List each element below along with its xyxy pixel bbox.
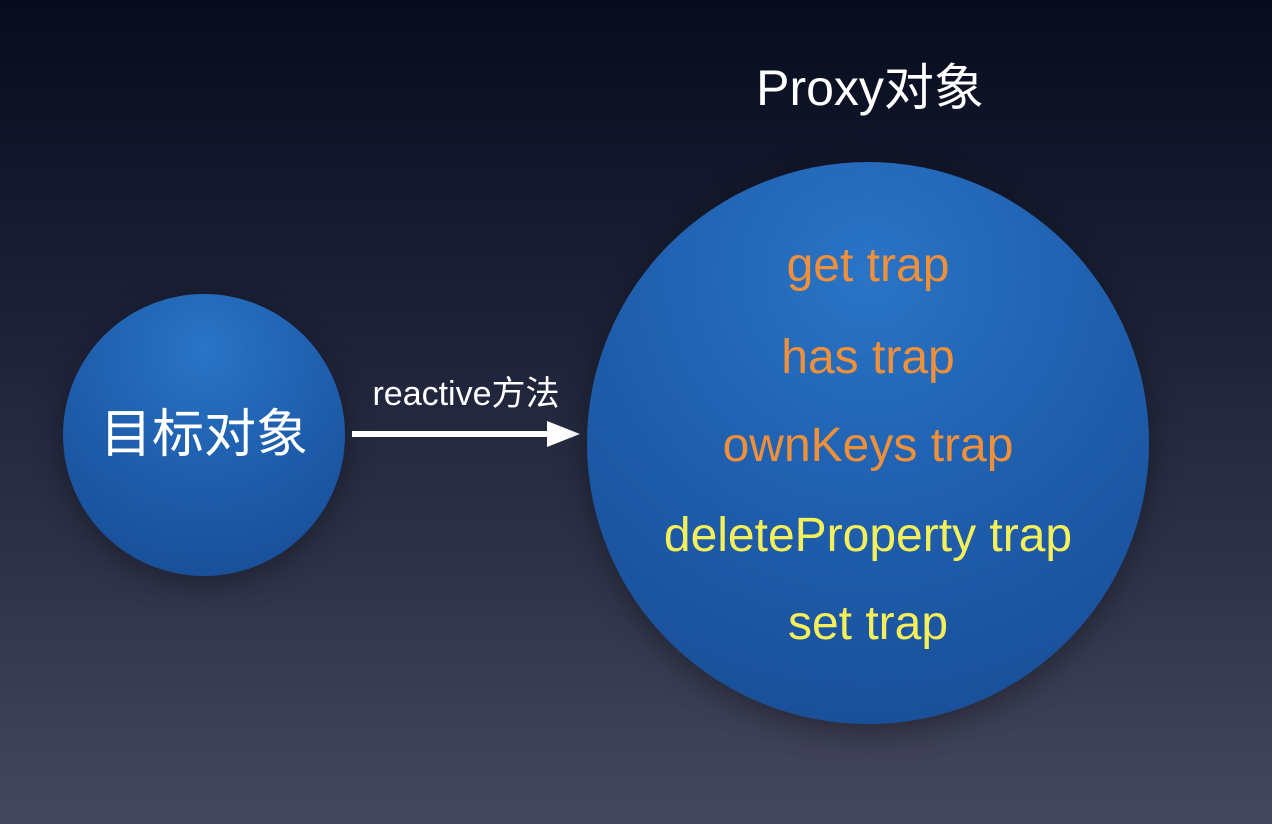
trap-label: deleteProperty trap xyxy=(663,509,1073,562)
target-object-circle xyxy=(63,294,345,576)
trap-label: ownKeys trap xyxy=(722,419,1014,472)
proxy-object-circle xyxy=(587,162,1149,724)
reactive-method-label: reactive方法 xyxy=(372,375,560,413)
arrow-head xyxy=(547,421,580,447)
trap-label: has trap xyxy=(781,331,955,384)
arrow-shaft xyxy=(352,431,550,437)
trap-label: get trap xyxy=(786,239,950,292)
arrow-right-icon xyxy=(352,421,580,447)
target-object-label: 目标对象 xyxy=(99,406,308,464)
trap-label: set trap xyxy=(787,597,949,650)
proxy-object-title: Proxy对象 xyxy=(756,60,984,116)
